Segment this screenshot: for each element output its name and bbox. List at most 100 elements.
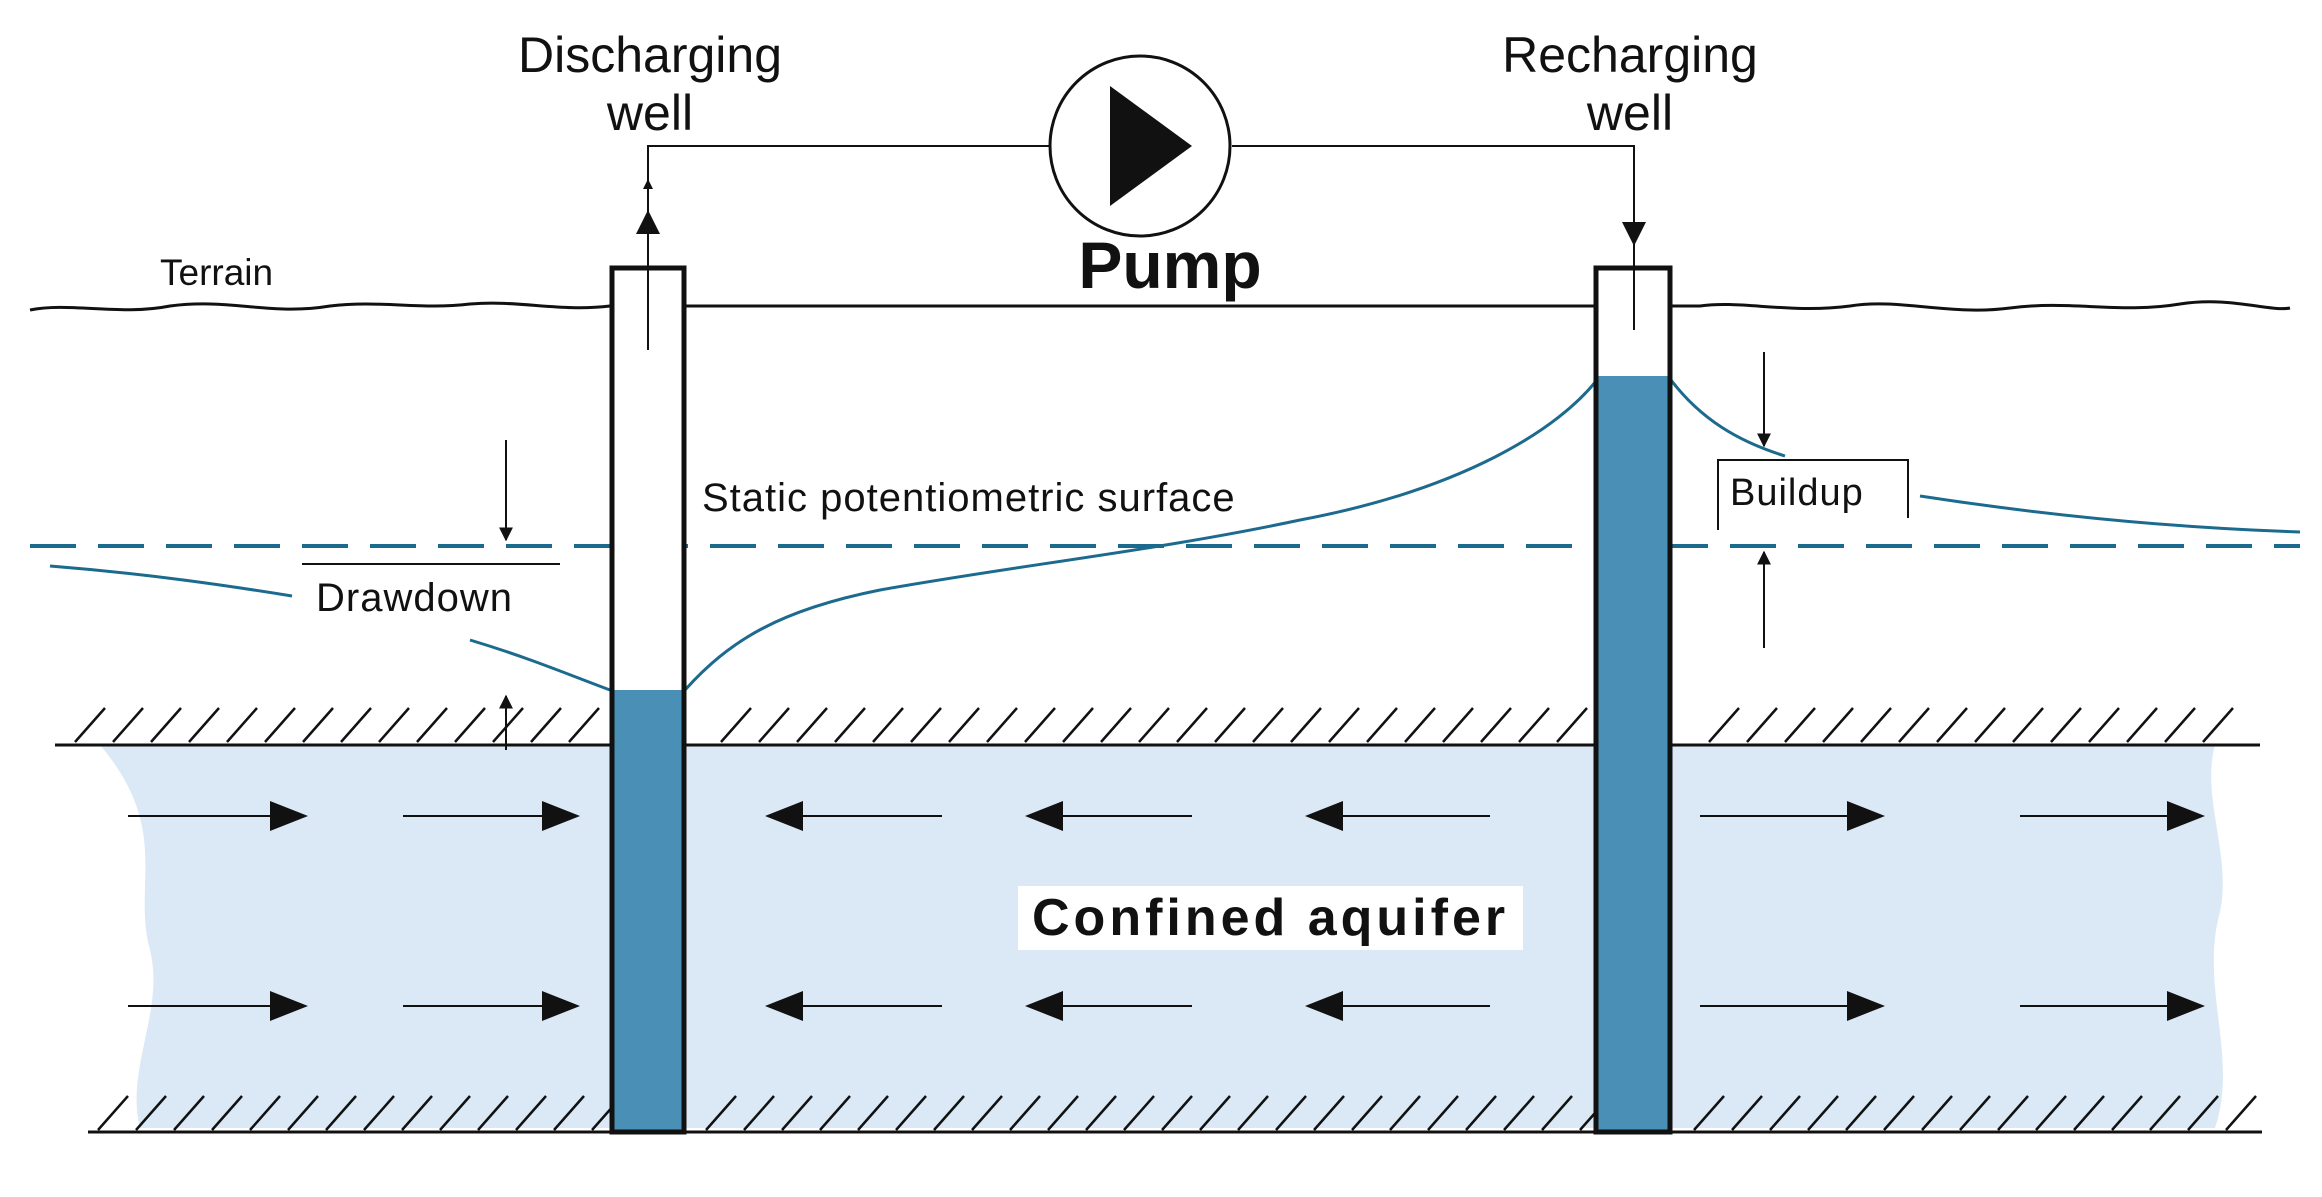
hatch-mark: [1366, 707, 1398, 743]
hatch-mark: [1997, 1095, 2029, 1131]
flow-arrow-icon: [765, 991, 803, 1021]
cone-surface-between-wells: [683, 375, 1602, 692]
hatch-mark: [2126, 707, 2158, 743]
recharging-well: [1593, 265, 1673, 1135]
hatch-mark: [112, 707, 144, 743]
hatch-mark: [226, 707, 258, 743]
hatch-mark: [1275, 1095, 1307, 1131]
hatch-mark: [743, 1095, 775, 1131]
hatch-mark: [287, 1095, 319, 1131]
hatch-mark: [1389, 1095, 1421, 1131]
buildup-curve-right: [1666, 375, 1786, 458]
flow-arrow-icon: [542, 801, 580, 831]
hatch-mark: [1518, 707, 1550, 743]
hatch-mark: [378, 707, 410, 743]
hatch-mark: [97, 1095, 129, 1131]
hatch-mark: [819, 1095, 851, 1131]
terrain-label: Terrain: [160, 252, 274, 293]
buildup-curve-right-far: [1919, 494, 2301, 534]
hatch-mark: [1769, 1095, 1801, 1131]
hatch-mark: [1351, 1095, 1383, 1131]
hatch-mark: [2164, 707, 2196, 743]
hatch-mark: [1898, 707, 1930, 743]
hatch-mark: [416, 707, 448, 743]
pipe-right-arrowhead: [1622, 222, 1646, 246]
hatch-mark: [834, 707, 866, 743]
hatch-mark: [1252, 707, 1284, 743]
pump-label: Pump: [1078, 228, 1262, 302]
hatch-mark: [1100, 707, 1132, 743]
hatch-mark: [249, 1095, 281, 1131]
hatch-mark: [553, 1095, 585, 1131]
hatch-mark: [758, 707, 790, 743]
hatch-mark: [910, 707, 942, 743]
hatch-mark: [2111, 1095, 2143, 1131]
hatch-mark: [325, 1095, 357, 1131]
hatch-mark: [1062, 707, 1094, 743]
hatch-mark: [1959, 1095, 1991, 1131]
hatch-mark: [857, 1095, 889, 1131]
hatch-mark: [2073, 1095, 2105, 1131]
hatch-mark: [986, 707, 1018, 743]
hatch-mark: [188, 707, 220, 743]
flow-arrow-icon: [270, 801, 308, 831]
hatch-mark: [948, 707, 980, 743]
hatch-mark: [530, 707, 562, 743]
hatch-mark: [720, 707, 752, 743]
upper-confining-hatch: [74, 707, 2234, 743]
hatch-mark: [1503, 1095, 1535, 1131]
flow-arrow-icon: [1025, 991, 1063, 1021]
pump-symbol: [1048, 54, 1232, 238]
discharging-well-label: Discharging well: [517, 27, 782, 141]
hatch-mark: [454, 707, 486, 743]
pump-triangle-icon: [1110, 86, 1192, 206]
hatch-mark: [150, 707, 182, 743]
hatch-mark: [1009, 1095, 1041, 1131]
hatch-mark: [302, 707, 334, 743]
hatch-mark: [1921, 1095, 1953, 1131]
hatch-mark: [1328, 707, 1360, 743]
hatch-mark: [1442, 707, 1474, 743]
hatch-mark: [211, 1095, 243, 1131]
discharging-well-water: [612, 690, 684, 1132]
hatch-mark: [173, 1095, 205, 1131]
hatch-mark: [1845, 1095, 1877, 1131]
hatch-mark: [1974, 707, 2006, 743]
hatch-mark: [1237, 1095, 1269, 1131]
hatch-mark: [2225, 1095, 2257, 1131]
drawdown-curve-left-lower: [469, 638, 611, 692]
hatch-mark: [340, 707, 372, 743]
buildup-label: Buildup: [1730, 472, 1864, 514]
buildup-dimension: [1717, 352, 1909, 648]
hatch-mark: [1860, 707, 1892, 743]
hatch-mark: [1313, 1095, 1345, 1131]
hatch-mark: [1123, 1095, 1155, 1131]
flow-arrow-icon: [1305, 991, 1343, 1021]
hatch-mark: [1883, 1095, 1915, 1131]
lower-confining-hatch: [97, 1095, 2257, 1131]
hatch-mark: [1404, 707, 1436, 743]
hatch-mark: [1176, 707, 1208, 743]
hatch-mark: [401, 1095, 433, 1131]
recharging-well-label: Recharging well: [1502, 27, 1758, 141]
hatch-mark: [1556, 707, 1588, 743]
hatch-mark: [2088, 707, 2120, 743]
drawdown-label: Drawdown: [316, 576, 513, 620]
hatch-mark: [2012, 707, 2044, 743]
hatch-mark: [2149, 1095, 2181, 1131]
hatch-mark: [363, 1095, 395, 1131]
hatch-mark: [872, 707, 904, 743]
pipe-left-arrowhead: [636, 210, 660, 234]
hatch-mark: [264, 707, 296, 743]
hatch-mark: [1936, 707, 1968, 743]
hatch-mark: [135, 1095, 167, 1131]
hatch-mark: [1807, 1095, 1839, 1131]
flow-arrow-icon: [1847, 991, 1885, 1021]
hatch-mark: [2035, 1095, 2067, 1131]
hatch-mark: [2202, 707, 2234, 743]
hatch-mark: [439, 1095, 471, 1131]
flow-arrow-icon: [765, 801, 803, 831]
hatch-mark: [74, 707, 106, 743]
